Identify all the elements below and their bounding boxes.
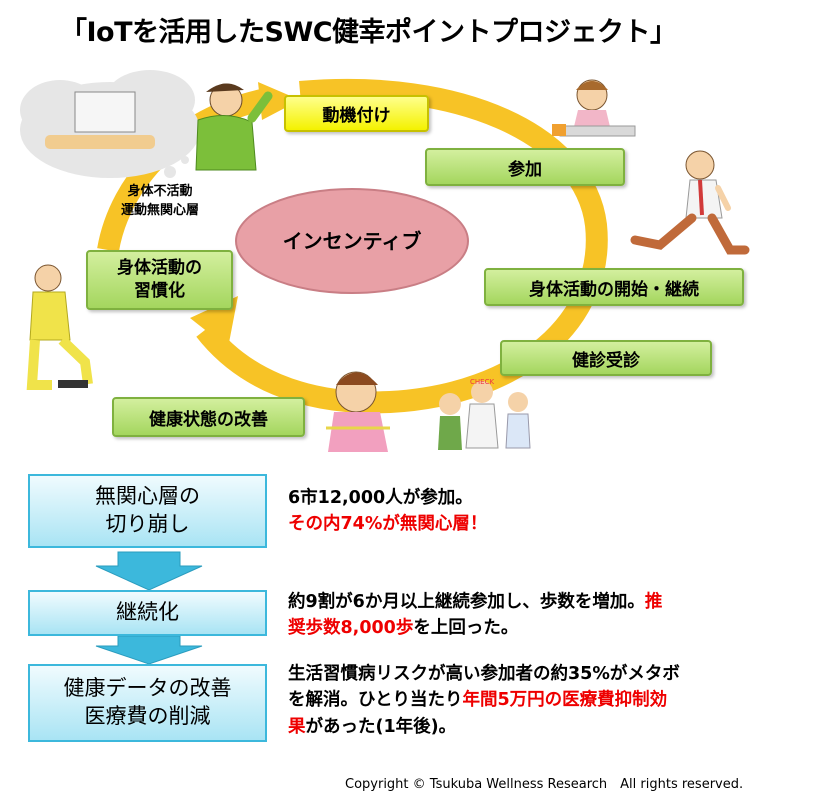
inactive-label: 身体不活動 運動無関心層 <box>105 183 215 221</box>
result-3-line3b: があった(1年後)。 <box>305 716 457 737</box>
stage-health-checkup: 健診受診 <box>500 340 712 376</box>
cycle-diagram: CHECK インセンティブ <box>20 70 750 452</box>
inactive-person-illustration <box>195 83 273 171</box>
result-2-line1a: 約9割が6か月以上継続参加し、歩数を増加。 <box>288 592 645 612</box>
woman-writing-illustration <box>552 79 636 137</box>
stage-motivation: 動機付け <box>284 95 429 132</box>
flow-box-reach-indifferent: 無関心層の 切り崩し <box>28 474 267 548</box>
result-3-line2a: を解消。ひとり当たり <box>288 690 463 711</box>
result-1-line2: その内74%が無関心層！ <box>288 514 488 535</box>
inactive-label-line2: 運動無関心層 <box>120 202 199 218</box>
thought-cloud-illustration <box>20 70 200 178</box>
incentive-ellipse <box>235 188 469 294</box>
result-3-line2b: 年間5万円の医療費抑制効 <box>462 690 668 711</box>
result-3-line3a: 果 <box>288 716 306 737</box>
result-text-2: 約9割が6か月以上継続参加し、歩数を増加。推 奨歩数8,000歩を上回った。 <box>288 589 662 642</box>
medical-checkup-illustration: CHECK <box>438 378 531 450</box>
result-text-1: 6市12,000人が参加。 その内74%が無関心層！ <box>288 485 487 538</box>
inactive-label-line1: 身体不活動 <box>127 184 193 199</box>
stage-health-improvement: 健康状態の改善 <box>112 397 305 437</box>
stage-participation: 参加 <box>425 148 625 186</box>
stage-start-activity: 身体活動の開始・継続 <box>484 268 744 306</box>
flow-box-1-line2: 切り崩し <box>105 512 190 536</box>
walking-man-illustration <box>630 150 750 255</box>
flow-box-3-line2: 医療費の削減 <box>84 704 211 728</box>
result-2-line1b: 推 <box>644 592 663 612</box>
result-3-line1: 生活習慣病リスクが高い参加者の約35%がメタボ <box>288 664 680 684</box>
flow-box-health-improvement: 健康データの改善 医療費の削減 <box>28 664 267 742</box>
waist-measuring-illustration <box>326 371 390 452</box>
stage-habit-line1: 身体活動の <box>117 258 202 279</box>
exercising-man-illustration <box>26 264 93 390</box>
result-2-line2b: を上回った。 <box>413 618 519 639</box>
incentive-label: インセンティブ <box>283 229 422 253</box>
flow-box-continuation: 継続化 <box>28 590 267 636</box>
stage-habit-line2: 習慣化 <box>134 281 185 301</box>
svg-text:CHECK: CHECK <box>470 378 494 386</box>
result-1-line1: 6市12,000人が参加。 <box>288 488 473 508</box>
flow-box-2-line1: 継続化 <box>116 600 179 625</box>
result-2-line2a: 奨歩数8,000歩 <box>288 618 414 639</box>
flow-box-1-line1: 無関心層の <box>95 484 200 509</box>
page-title: 「IoTを活用したSWC健幸ポイントプロジェクト」 <box>60 17 677 48</box>
stage-habit: 身体活動の 習慣化 <box>86 250 233 310</box>
result-text-3: 生活習慣病リスクが高い参加者の約35%がメタボ を解消。ひとり当たり年間5万円の… <box>288 661 680 740</box>
flow-arrow-2 <box>95 635 203 665</box>
flow-arrow-1 <box>95 551 203 591</box>
flow-box-3-line1: 健康データの改善 <box>63 676 232 701</box>
copyright-text: Copyright © Tsukuba Wellness Research Al… <box>345 777 744 792</box>
